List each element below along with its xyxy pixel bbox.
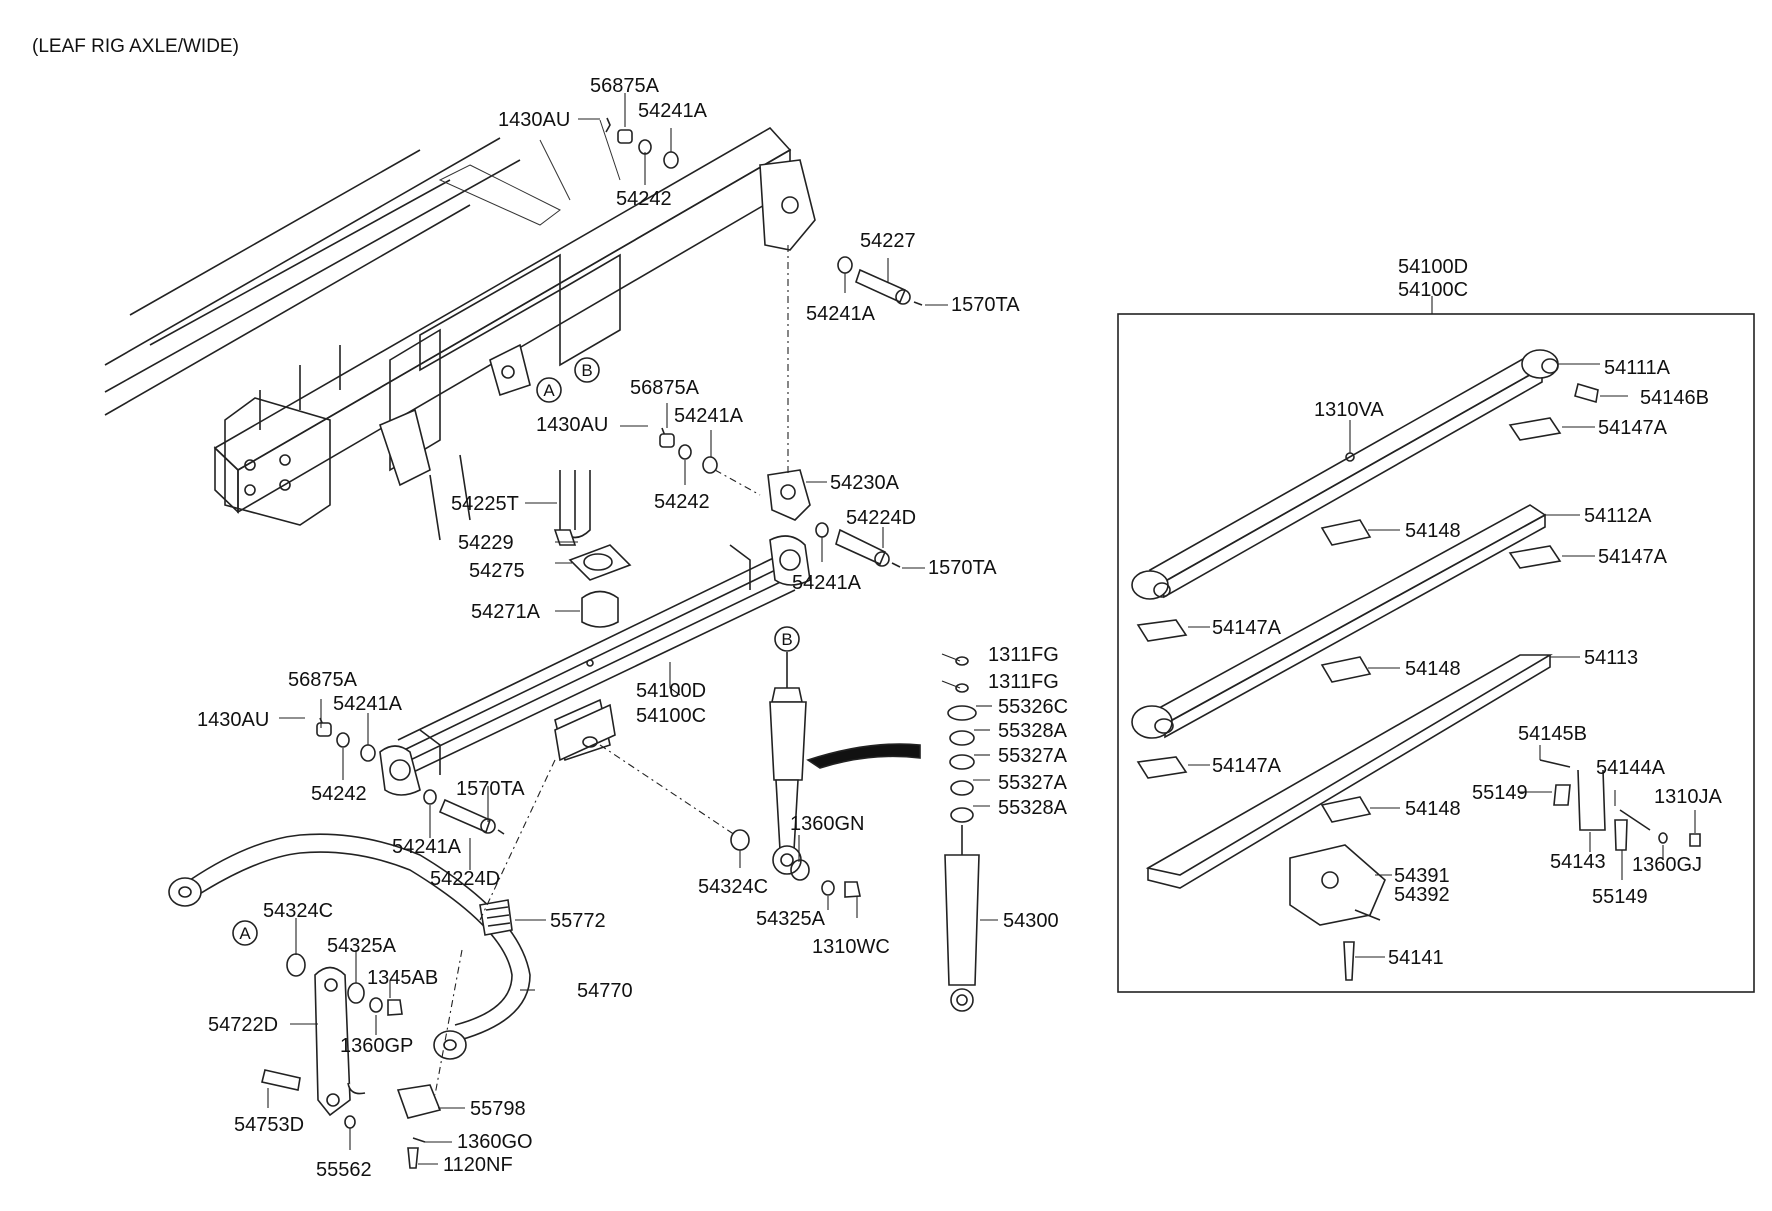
part-label: 54229 [458,532,514,554]
part-label: 1310VA [1314,399,1384,421]
part-label: 54227 [860,230,916,252]
hardware-top [553,117,923,628]
assembly-label-2: 54100C [1398,279,1468,301]
part-label: 54147A [1598,546,1668,568]
leaf-spring-assembly-drawing [316,535,811,835]
part-label: 1345AB [367,967,438,989]
part-label: 54144A [1596,757,1666,779]
part-label: 54241A [792,572,862,594]
part-label: 54111A [1604,357,1671,379]
part-label: 54147A [1212,755,1282,777]
part-label: 1430AU [536,414,608,436]
part-label: 55326C [998,696,1068,718]
part-label: 54391 [1394,865,1450,887]
part-label: 56875A [590,75,660,97]
part-label: 55149 [1472,782,1528,804]
part-label: 54242 [616,188,672,210]
part-label: 55328A [998,720,1068,742]
part-label: 1310JA [1654,786,1722,808]
part-label: 54722D [208,1014,278,1036]
part-label: 55772 [550,910,606,932]
part-label: 55328A [998,797,1068,819]
diagram-title: (LEAF RIG AXLE/WIDE) [32,36,239,57]
part-label: 54224D [846,507,916,529]
part-label: 54241A [392,836,462,858]
part-label: 54148 [1405,798,1461,820]
part-label: 54300 [1003,910,1059,932]
part-label: 55149 [1592,886,1648,908]
part-label: 55798 [470,1098,526,1120]
part-label: 54148 [1405,520,1461,542]
callout-circle-b-shock [774,626,800,652]
part-label: 54324C [698,876,768,898]
part-label: 1360GO [457,1131,533,1153]
part-label: 54143 [1550,851,1606,873]
part-label: 1360GP [340,1035,413,1057]
vehicle-frame-drawing [104,119,816,541]
part-label: 1311FG [988,644,1059,666]
part-label: 1120NF [443,1154,513,1176]
stabilizer-bar-drawing [168,833,531,1169]
shock-absorber-drawing [730,652,980,1012]
part-label: 54145B [1518,723,1587,745]
part-labels: 56875A 1430AU 54241A 54242 54227 54241A … [197,75,1722,1181]
part-label: 54147A [1212,617,1282,639]
part-label: 1570TA [456,778,525,800]
part-label: 54148 [1405,658,1461,680]
part-label: 1360GN [790,813,865,835]
part-label: 54242 [311,783,367,805]
part-label: 54271A [471,601,541,623]
assembly-label-1: 54100D [1398,256,1468,278]
reference-callouts: A B B A [232,357,800,946]
part-label: 1311FG [988,671,1059,693]
spring-components-inset [1117,296,1755,993]
part-label: 1430AU [498,109,570,131]
part-label: 54242 [654,491,710,513]
callout-a-bottom: A [239,924,251,943]
callout-b-shock: B [781,630,792,649]
part-label: 54241A [333,693,403,715]
part-label: 54113 [1584,647,1638,669]
part-label: 54147A [1598,417,1668,439]
part-label: 54325A [756,908,826,930]
part-label: 55327A [998,745,1068,767]
part-label: 54146B [1640,387,1709,409]
part-label: 54241A [674,405,744,427]
callout-b-top: B [581,361,592,380]
callout-circle-a-bottom [232,920,258,946]
callout-circle-a-top [536,377,562,403]
part-label: 1360GJ [1632,854,1702,876]
callout-a-top: A [543,381,555,400]
part-label: 1570TA [951,294,1020,316]
callout-circle-b-top [574,357,600,383]
part-label: 56875A [630,377,700,399]
part-label: 1430AU [197,709,269,731]
part-label: 54230A [830,472,900,494]
part-label: 1570TA [928,557,997,579]
part-label: 54141 [1388,947,1444,969]
part-label: 55327A [998,772,1068,794]
part-label: 55562 [316,1159,372,1181]
inset-frame [1117,313,1755,993]
part-label: 54100D [636,680,706,702]
part-label: 56875A [288,669,358,691]
part-label: 54392 [1394,884,1450,906]
part-label: 1310WC [812,936,890,958]
part-label: 54770 [577,980,633,1002]
part-label: 54241A [638,100,708,122]
part-label: 54241A [806,303,876,325]
part-label: 54753D [234,1114,304,1136]
leader-lines [267,93,1696,1165]
part-label: 54100C [636,705,706,727]
alignment-lines [434,245,789,1096]
part-label: 54224D [430,868,500,890]
part-label: 54275 [469,560,525,582]
part-label: 54112A [1584,505,1652,527]
part-label: 54324C [263,900,333,922]
part-label: 54225T [451,493,519,515]
part-label: 54325A [327,935,397,957]
